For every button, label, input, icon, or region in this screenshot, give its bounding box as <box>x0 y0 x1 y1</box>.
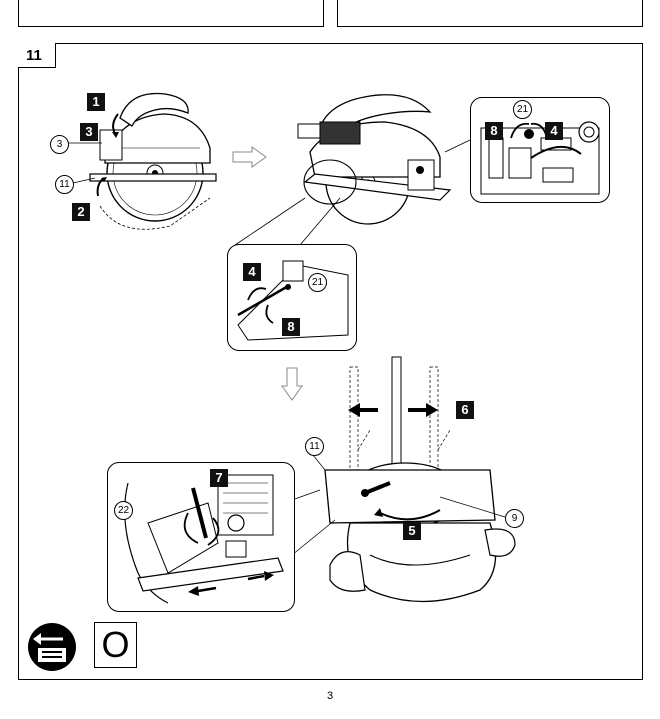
detail-inset-bottom-left: 7 22 <box>107 462 295 612</box>
previous-figure-box-right <box>337 0 643 27</box>
page-number: 3 <box>326 690 334 702</box>
figure-number: 11 <box>18 43 56 68</box>
detail-inset-middle: 4 21 8 <box>227 244 357 351</box>
step-6-label: 6 <box>456 401 474 419</box>
callout-11-top: 11 <box>55 175 74 194</box>
callout-21-mid: 21 <box>308 273 327 292</box>
step-2-label: 2 <box>72 203 90 221</box>
step-8-label-top: 8 <box>485 122 503 140</box>
step-5-label: 5 <box>403 522 421 540</box>
battery-removal-icon <box>28 623 76 671</box>
hollow-arrow-down-icon <box>281 367 303 401</box>
callout-22: 22 <box>114 501 133 520</box>
callout-11-bottom: 11 <box>305 437 324 456</box>
saw-angled-view <box>297 94 452 225</box>
callout-21-top: 21 <box>513 100 532 119</box>
detail-inset-top-right: 21 8 4 <box>470 97 610 203</box>
callout-9: 9 <box>505 509 524 528</box>
previous-figure-box-left <box>18 0 324 27</box>
step-3-label: 3 <box>80 123 98 141</box>
callout-3: 3 <box>50 135 69 154</box>
step-7-label: 7 <box>210 469 228 487</box>
figure-frame <box>18 43 643 680</box>
status-symbol-box: O <box>94 622 137 668</box>
depth-lever-detail <box>124 474 284 604</box>
hollow-arrow-right-icon <box>232 146 267 168</box>
saw-side-view <box>89 92 217 230</box>
saw-inverted-view <box>324 356 516 603</box>
step-4-label-mid: 4 <box>243 263 261 281</box>
step-4-label-top: 4 <box>545 122 563 140</box>
step-1-label: 1 <box>87 93 105 111</box>
step-8-label-mid: 8 <box>282 318 300 336</box>
